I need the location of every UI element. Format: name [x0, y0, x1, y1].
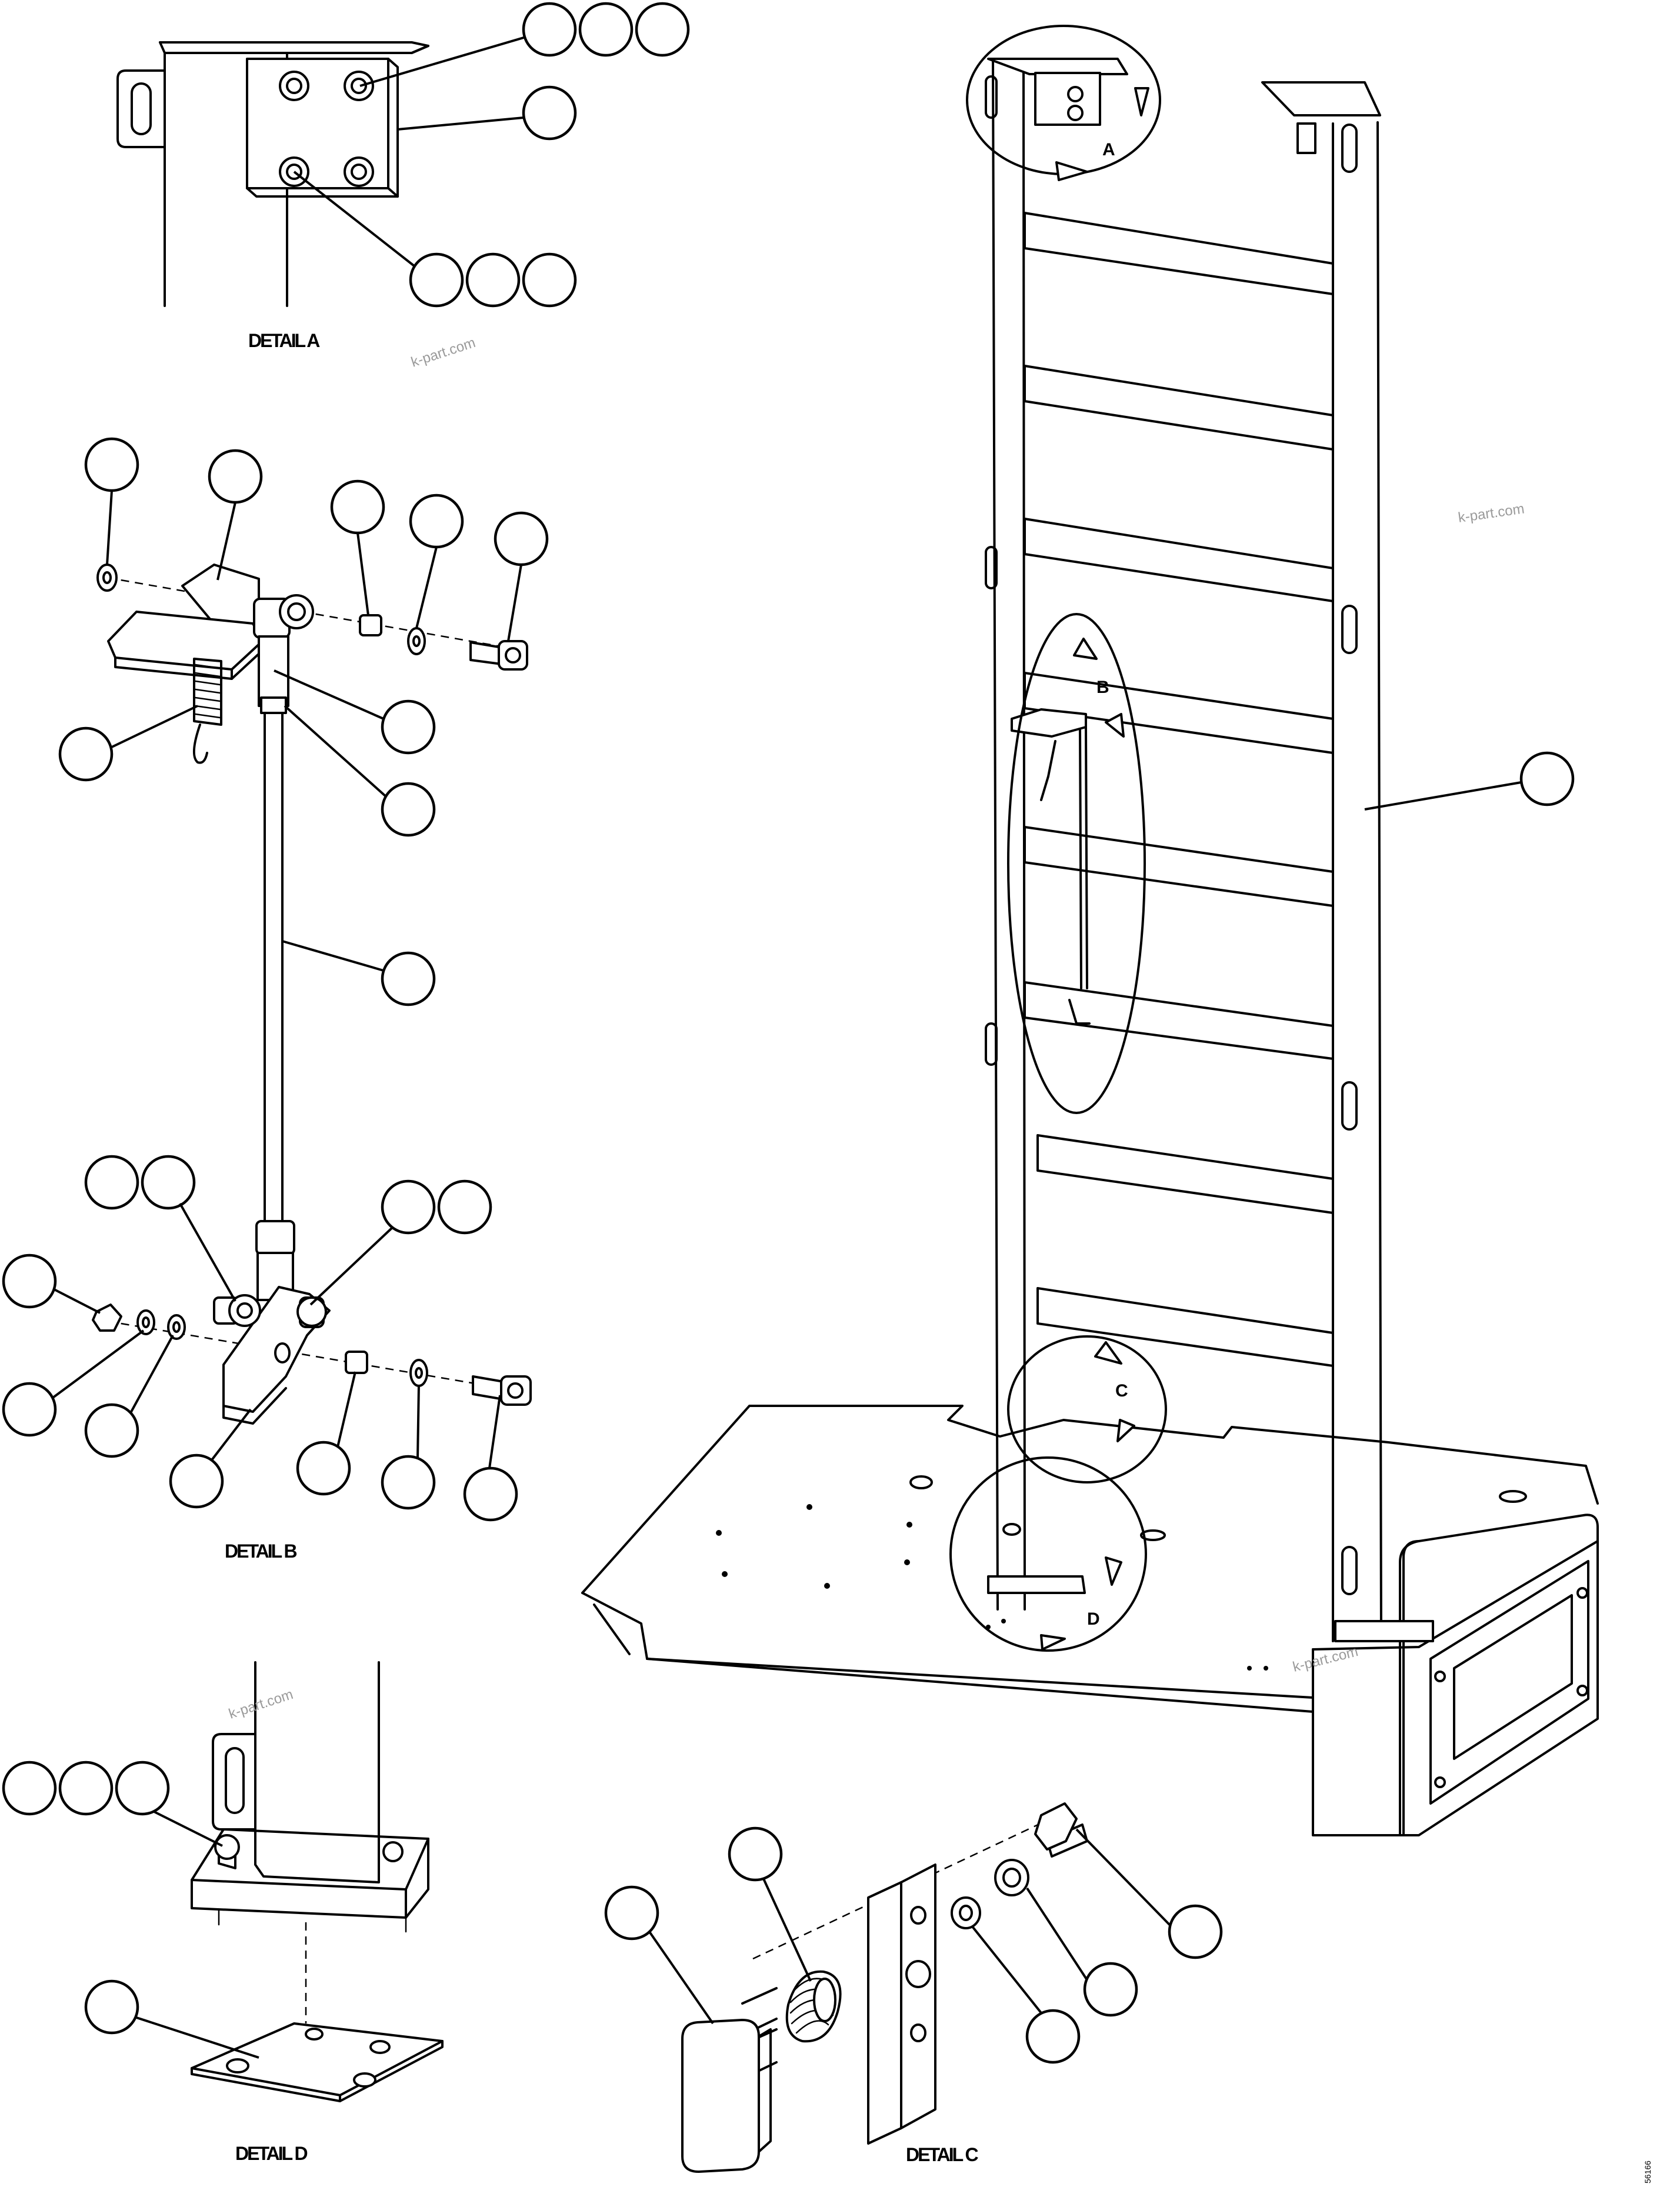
callout-bubble — [2, 1382, 57, 1437]
callout-bubble — [1083, 1962, 1138, 2017]
view-letter-d: D — [1087, 1609, 1099, 1629]
callout-bubble — [1168, 1904, 1223, 1959]
detail-a-label: DETAIL A — [248, 330, 320, 351]
callout-bubble — [578, 2, 634, 57]
callout-bubble — [381, 699, 436, 755]
callout-bubble — [84, 1403, 139, 1458]
callout-bubble — [330, 479, 385, 535]
callout-bubble — [494, 511, 549, 566]
view-letter-a: A — [1102, 140, 1115, 159]
callout-bubble — [381, 782, 436, 837]
plate-bolt-top-right — [344, 71, 374, 101]
callout-bubble — [381, 1455, 436, 1510]
callout-bubble — [296, 1441, 351, 1496]
detail-b-group: DETAIL B — [2, 437, 549, 1562]
callout-bubble — [604, 1885, 659, 1941]
callout-bubble — [522, 252, 577, 308]
callout-bubble — [58, 726, 114, 782]
ladder-rungs — [1024, 212, 1334, 1367]
callout-bubble — [2, 1761, 57, 1816]
callout-bubble — [58, 1761, 114, 1816]
callout-bubble — [381, 1179, 436, 1235]
callout-bubble — [522, 2, 577, 57]
callout-bubble — [84, 437, 139, 492]
view-letter-c: C — [1115, 1381, 1128, 1401]
callout-bubble — [381, 951, 436, 1006]
view-letter-b: B — [1096, 678, 1109, 697]
detail-c-label: DETAIL C — [906, 2144, 978, 2165]
callout-bubble — [84, 1979, 139, 2035]
callout-bubble — [1519, 751, 1575, 806]
detail-c-group: DETAIL C — [604, 1802, 1223, 2173]
callout-bubble — [115, 1761, 170, 1816]
detail-b-callout-circle — [1007, 613, 1146, 1114]
callout-bubble — [208, 449, 263, 504]
detail-d-label: DETAIL D — [235, 2143, 307, 2164]
callout-bubble — [463, 1466, 518, 1522]
watermark: k-part.com — [227, 1686, 295, 1722]
callout-bubble — [437, 1179, 492, 1235]
detail-a-group: DETAIL A k-part.com — [116, 2, 690, 371]
callout-bubble — [409, 494, 464, 549]
callout-bubble — [635, 2, 690, 57]
drawing-code: 56166 — [1643, 2161, 1652, 2183]
callout-bubble — [465, 252, 521, 308]
main-assembly: A B C D k-part.com k-part.com — [581, 25, 1599, 1836]
callout-bubble — [728, 1826, 783, 1882]
detail-c-callout-circle — [1007, 1335, 1167, 1483]
detail-d-callout-circle — [949, 1456, 1147, 1652]
callout-bubble — [1025, 2009, 1081, 2064]
detail-d-group: DETAIL D k-part.com — [2, 1661, 444, 2164]
callout-bubble — [2, 1253, 57, 1309]
callout-bubble — [141, 1155, 196, 1210]
watermark: k-part.com — [1457, 501, 1525, 526]
plate-bolt-top-left — [279, 71, 309, 101]
callout-bubble — [169, 1453, 224, 1509]
plate-bolt-bottom-right — [344, 156, 374, 187]
callout-bubble — [409, 252, 464, 308]
callout-bubble — [84, 1155, 139, 1210]
callout-bubble — [522, 85, 577, 141]
watermark: k-part.com — [409, 335, 478, 371]
detail-b-label: DETAIL B — [225, 1541, 296, 1562]
